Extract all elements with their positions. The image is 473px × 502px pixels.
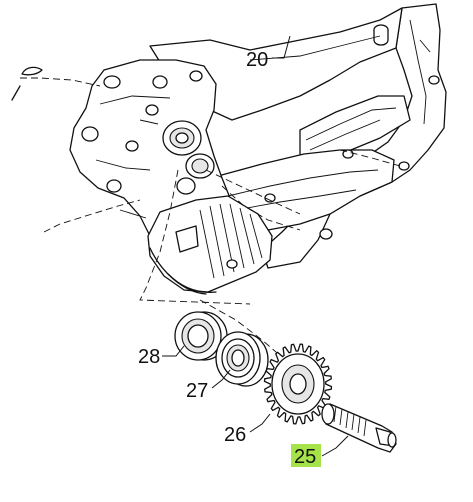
callout-26: 26 xyxy=(224,424,246,446)
callout-labels: 20 28 27 26 25 xyxy=(138,49,321,468)
callout-27: 27 xyxy=(186,380,208,402)
oil-seal-28 xyxy=(174,311,228,361)
callout-leaders xyxy=(162,35,349,457)
callout-25: 25 xyxy=(294,446,316,468)
motor-housing xyxy=(147,195,273,295)
callout-25-highlight xyxy=(291,444,321,467)
callout-20: 20 xyxy=(246,49,268,71)
gear-26 xyxy=(263,343,333,425)
assembly-lines xyxy=(11,66,401,365)
callout-28: 28 xyxy=(138,346,160,368)
shaft-25 xyxy=(321,403,397,453)
bearing-27 xyxy=(215,331,269,387)
gearbox-housing xyxy=(69,59,231,238)
